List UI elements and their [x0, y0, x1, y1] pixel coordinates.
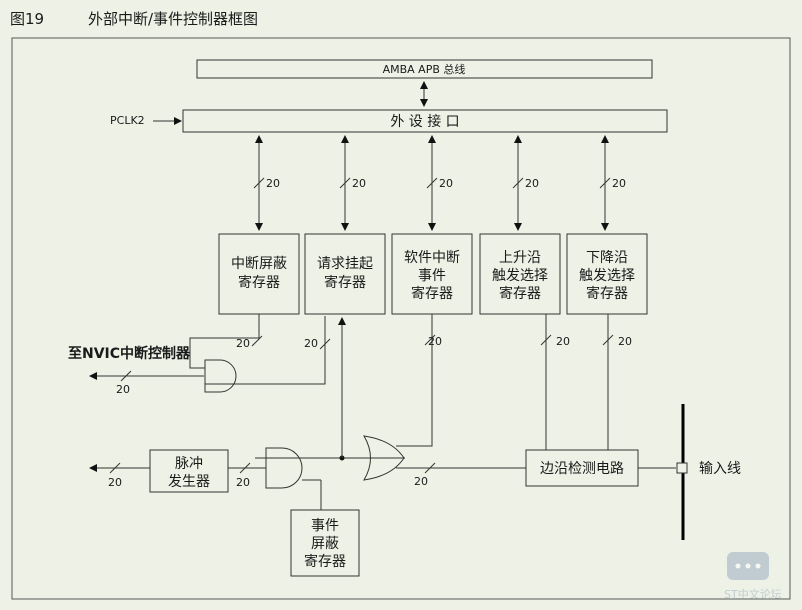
software-to-or-slash — [424, 334, 436, 346]
software-interrupt-event-register-line1: 软件中断 — [404, 250, 460, 266]
forum-watermark: ST中文论坛 — [724, 552, 782, 601]
register-bus-3: 20 — [426, 135, 453, 231]
mask-to-and-wire — [189, 314, 260, 369]
edge-detect-circuit: 边沿检测电路 — [525, 449, 639, 487]
bus-width-label: 20 — [236, 476, 250, 489]
watermark-text: ST中文论坛 — [724, 587, 782, 601]
falling-trigger-selection-register: 下降沿 触发选择 寄存器 — [566, 233, 648, 315]
bus-width-label: 20 — [116, 383, 130, 396]
event-mask-register-line1: 事件 — [311, 518, 339, 534]
event-and-gate — [265, 447, 303, 489]
rising-trigger-selection-register-line1: 上升沿 — [499, 250, 541, 266]
interrupt-mask-register-line1: 中断屏蔽 — [231, 256, 287, 272]
software-interrupt-event-register-line3: 寄存器 — [411, 285, 453, 302]
rising-trigger-selection-register: 上升沿 触发选择 寄存器 — [479, 233, 561, 315]
pclk2-label: PCLK2 — [110, 114, 145, 127]
falling-trigger-selection-register-line2: 触发选择 — [579, 268, 635, 284]
rising-to-edge-slash — [540, 334, 552, 346]
software-to-or-wire — [396, 314, 433, 447]
bus-width-label: 20 — [612, 177, 626, 190]
bus-width-label: 20 — [266, 177, 280, 190]
bus-width-label: 20 — [108, 476, 122, 489]
figure-number: 图19 — [10, 10, 44, 28]
bus-width-label: 20 — [414, 475, 428, 488]
interrupt-mask-register: 中断屏蔽 寄存器 — [218, 233, 300, 315]
mask-to-and-slash — [251, 335, 263, 347]
pending-to-and-slash — [319, 338, 331, 350]
bus-width-label: 20 — [304, 337, 318, 350]
pending-request-register: 请求挂起 寄存器 — [304, 233, 386, 315]
nvic-output-slash — [120, 370, 132, 382]
bus-width-label: 20 — [525, 177, 539, 190]
amba-apb-bus: AMBA APB 总线 — [196, 59, 653, 79]
bus-width-label: 20 — [556, 335, 570, 348]
pulse-generator-line1: 脉冲 — [175, 456, 203, 472]
event-output-slash — [109, 462, 121, 474]
register-bus-2: 20 — [339, 135, 366, 231]
pending-to-and-wire — [205, 316, 326, 385]
pending-request-register-line1: 请求挂起 — [317, 256, 373, 272]
amba-apb-bus-label: AMBA APB 总线 — [383, 62, 466, 76]
rising-trigger-selection-register-line3: 寄存器 — [499, 285, 541, 302]
event-mask-register-line3: 寄存器 — [304, 553, 346, 570]
pending-request-register-line2: 寄存器 — [324, 274, 366, 291]
falling-trigger-selection-register-line1: 下降沿 — [586, 250, 628, 266]
peripheral-interface: 外 设 接 口 — [182, 109, 668, 133]
register-bus-5: 20 — [599, 135, 626, 231]
interrupt-mask-register-line2: 寄存器 — [238, 274, 280, 291]
diagram-frame — [11, 37, 791, 600]
edge-detect-circuit-label: 边沿检测电路 — [540, 461, 624, 477]
input-line-label: 输入线 — [699, 461, 741, 477]
rising-trigger-selection-register-line2: 触发选择 — [492, 268, 548, 284]
and-to-pulse-slash — [239, 462, 251, 474]
bus-width-label: 20 — [428, 335, 442, 348]
register-bus-4: 20 — [512, 135, 539, 231]
software-interrupt-event-register: 软件中断 事件 寄存器 — [391, 233, 473, 315]
event-mask-register-line2: 屏蔽 — [311, 536, 339, 552]
register-bus-1: 20 — [253, 135, 280, 231]
peripheral-interface-label: 外 设 接 口 — [390, 113, 459, 130]
pulse-generator-line2: 发生器 — [168, 474, 210, 490]
nvic-output-label: 至NVIC中断控制器 — [68, 345, 191, 362]
edge-to-or-slash — [424, 462, 436, 474]
figure-title: 外部中断/事件控制器框图 — [88, 10, 258, 28]
input-pin — [676, 462, 688, 474]
bus-width-label: 20 — [618, 335, 632, 348]
falling-trigger-selection-register-line3: 寄存器 — [586, 285, 628, 302]
falling-to-edge-slash — [602, 334, 614, 346]
event-mask-register: 事件 屏蔽 寄存器 — [290, 509, 360, 577]
bus-width-label: 20 — [439, 177, 453, 190]
interrupt-and-gate — [204, 359, 237, 393]
bus-width-label: 20 — [236, 337, 250, 350]
software-interrupt-event-register-line2: 事件 — [418, 268, 446, 284]
pulse-generator: 脉冲 发生器 — [149, 449, 229, 493]
bus-width-label: 20 — [352, 177, 366, 190]
